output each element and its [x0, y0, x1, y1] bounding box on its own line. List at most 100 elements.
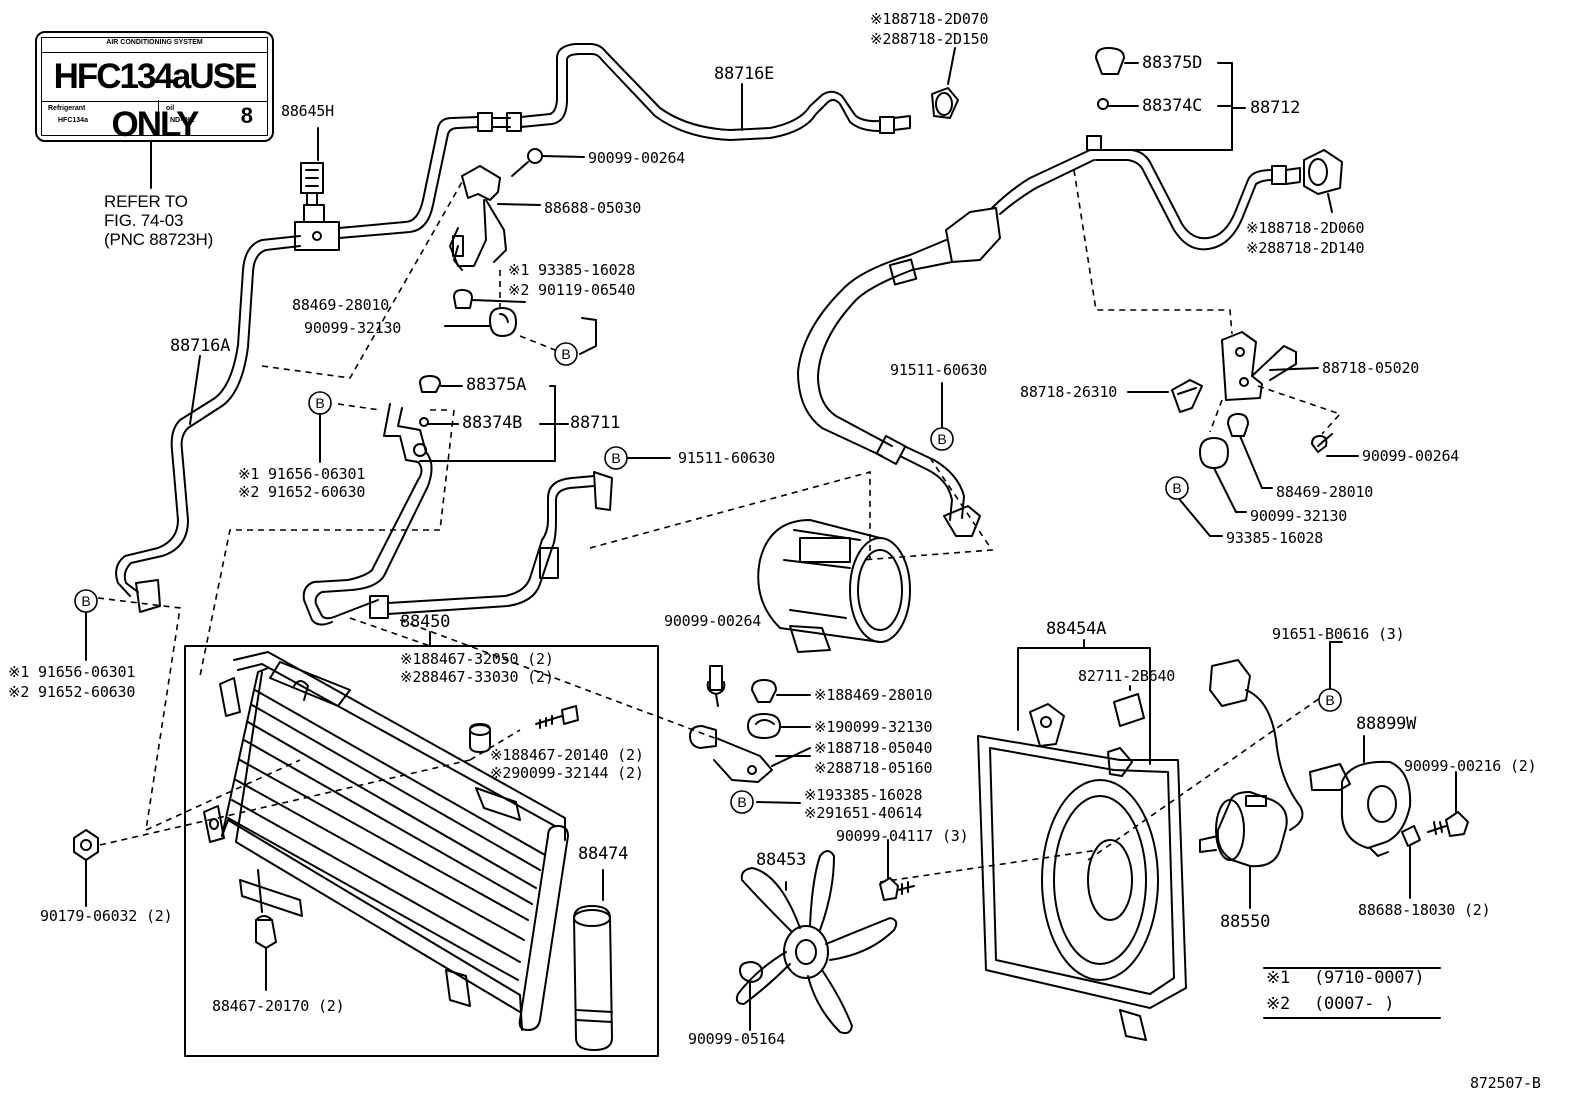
grommet-88467-20170: [255, 915, 277, 991]
clamp-88718-26310: [1127, 379, 1203, 413]
label-90099-32130-a: 90099-32130: [304, 319, 402, 337]
label-88453: 88453: [756, 850, 807, 870]
label-191656-06301-b: ※1 91656-06301: [8, 663, 136, 681]
label-88711: 88711: [570, 413, 621, 433]
compressor-outline: [757, 519, 911, 653]
callout-b: B: [737, 794, 746, 810]
label-88375d: 88375D: [1142, 53, 1203, 73]
label-88474: 88474: [578, 844, 629, 864]
label-190099-32130: ※190099-32130: [814, 718, 933, 736]
label-90179-06032: 90179-06032 (2): [40, 907, 173, 925]
label-91651-b0616: 91651-B0616 (3): [1272, 625, 1405, 643]
card-border: AIR CONDITIONING SYSTEM HFC134aUSE ONLY …: [41, 37, 268, 144]
dashed-reference-lines: [97, 169, 1342, 883]
grommet-upper: [444, 289, 526, 337]
grommet-right: [1179, 413, 1359, 537]
label-88374b: 88374B: [462, 413, 523, 433]
legend-mark-2: ※2: [1266, 994, 1291, 1014]
card-refrigerant-label: Refrigerant: [48, 105, 86, 112]
bolt-88467-20140: [535, 705, 579, 729]
label-290119-06540: ※2 90119-06540: [508, 281, 636, 299]
label-88469-28010-b: 88469-28010: [1276, 483, 1374, 501]
cap-88718-2d060: [1303, 149, 1343, 213]
label-88550: 88550: [1220, 912, 1271, 932]
label-188718-2d060: ※188718-2D060: [1246, 219, 1365, 237]
callout-b: B: [937, 431, 946, 447]
callout-b: B: [561, 346, 570, 362]
clip-82711-2b640: [1113, 685, 1145, 727]
label-288467-33030: ※288467-33030 (2): [400, 668, 554, 686]
label-90099-00264-b: 90099-00264: [1362, 447, 1460, 465]
label-90099-05164: 90099-05164: [688, 1030, 786, 1048]
pressure-switch-88645h: [294, 162, 340, 251]
label-90099-04117: 90099-04117 (3): [836, 827, 969, 845]
label-88716a: 88716A: [170, 336, 231, 356]
label-88645h: 88645H: [281, 102, 334, 120]
label-188467-20140: ※188467-20140 (2): [490, 746, 644, 764]
label-88375a: 88375A: [466, 375, 527, 395]
card-oil-value: ND-OIL: [170, 117, 195, 124]
callout-b: B: [81, 593, 90, 609]
label-88469-28010-a: 88469-28010: [292, 296, 390, 314]
label-290099-32144: ※290099-32144 (2): [490, 764, 644, 782]
bracket-88718-05020: [1221, 331, 1319, 401]
cap-88718-2d070: [931, 47, 959, 119]
card-oil-label: oil: [166, 105, 175, 112]
label-288718-2d140: ※288718-2D140: [1246, 239, 1365, 257]
card-divider: [158, 100, 159, 135]
label-191656-06301-a: ※1 91656-06301: [238, 465, 366, 483]
card-oil-number: 8: [240, 103, 253, 128]
label-91511-60630-a: 91511-60630: [678, 449, 776, 467]
card-refrigerant-value: HFC134a: [58, 117, 88, 124]
callout-b: B: [1325, 692, 1334, 708]
pipe-88716e: [338, 43, 911, 239]
callout-b: B: [315, 395, 324, 411]
hose-88712: [797, 135, 1301, 537]
figure-number: 872507-B: [1470, 1074, 1541, 1092]
callout-b: B: [1172, 480, 1181, 496]
cap-88375d: [1095, 47, 1246, 151]
small-parts-middle: [747, 679, 811, 804]
label-291652-60630-a: ※2 91652-60630: [238, 483, 366, 501]
shroud-88454a: [977, 639, 1187, 1041]
callout-circles: [74, 342, 1342, 814]
cover-88899w: [1309, 735, 1421, 899]
label-188718-2d070: ※188718-2D070: [870, 10, 989, 28]
bolt-90099-00216: [1427, 771, 1469, 837]
label-193385-16028-b: ※193385-16028: [804, 786, 923, 804]
bolt-90099-04117: [879, 839, 915, 901]
label-188467-32050: ※188467-32050 (2): [400, 650, 554, 668]
label-88718-05020: 88718-05020: [1322, 359, 1420, 377]
label-291651-40614: ※291651-40614: [804, 804, 923, 822]
label-188718-05040: ※188718-05040: [814, 739, 933, 757]
label-93385-16028: 93385-16028: [1226, 529, 1324, 547]
label-88899w: 88899W: [1356, 714, 1417, 734]
label-90099-00216: 90099-00216 (2): [1404, 757, 1537, 775]
label-88450: 88450: [400, 612, 451, 632]
label-288718-2d150: ※288718-2D150: [870, 30, 989, 48]
condenser-88450: [184, 645, 659, 1057]
bracket-88688-05030: [449, 165, 541, 271]
label-88688-18030: 88688-18030 (2): [1358, 901, 1491, 919]
label-88454a: 88454A: [1046, 619, 1107, 639]
label-91511-60630-b: 91511-60630: [890, 361, 988, 379]
callout-b: B: [611, 450, 620, 466]
bracket-88718-05040: [689, 665, 773, 783]
bolt-90179-06032: [73, 829, 99, 907]
refrigerant-label-card: AIR CONDITIONING SYSTEM HFC134aUSE ONLY …: [35, 31, 274, 144]
label-193385-16028-a: ※1 93385-16028: [508, 261, 636, 279]
legend-range-2: (0007- ): [1314, 994, 1395, 1014]
label-291652-60630-b: ※2 91652-60630: [8, 683, 136, 701]
card-main-text: HFC134aUSE ONLY: [42, 52, 267, 144]
label-288718-05160: ※288718-05160: [814, 759, 933, 777]
label-90099-00264-c: 90099-00264: [664, 612, 762, 630]
legend-mark-1: ※1: [1266, 968, 1291, 988]
label-88716e: 88716E: [714, 64, 775, 84]
label-90099-32130-b: 90099-32130: [1250, 507, 1348, 525]
legend-range-1: (9710-0007): [1314, 968, 1425, 988]
refer-note: REFER TO FIG. 74-03 (PNC 88723H): [104, 192, 214, 249]
callout-letters: B B B B B B B B: [81, 346, 1334, 810]
card-header: AIR CONDITIONING SYSTEM: [106, 39, 203, 46]
label-188469-28010: ※188469-28010: [814, 686, 933, 704]
